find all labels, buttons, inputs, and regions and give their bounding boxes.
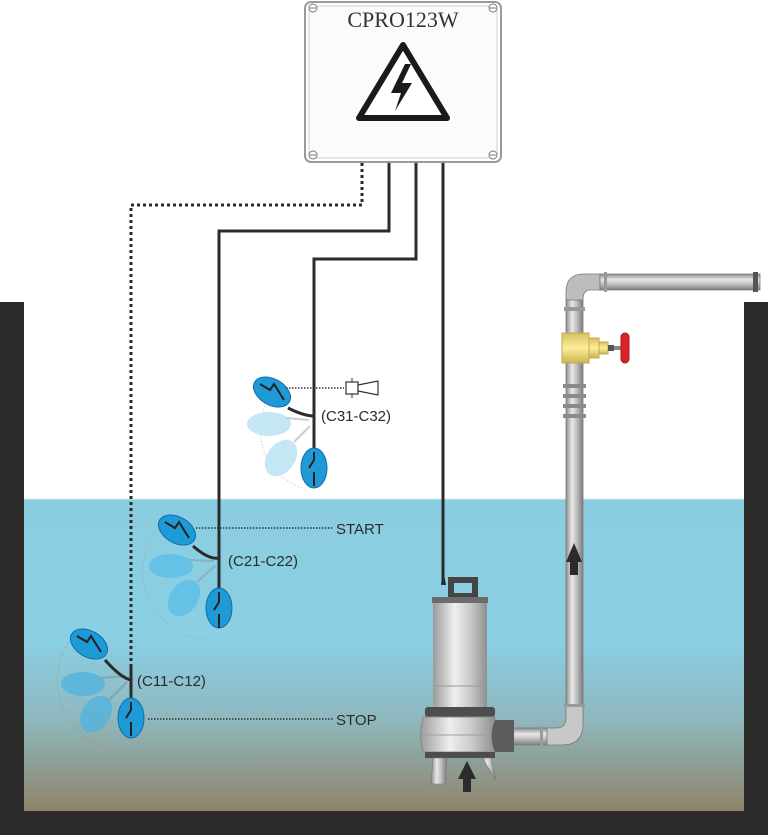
up-arrow-icon <box>566 543 582 575</box>
tank-wall-right <box>744 302 768 835</box>
cables <box>129 163 445 665</box>
float-3-terminal-label: (C31-C32) <box>321 408 391 425</box>
gate-valve <box>561 332 630 364</box>
tank-wall-left <box>0 302 24 835</box>
discharge-pipe <box>511 272 761 747</box>
high-voltage-warning-icon <box>356 42 450 121</box>
tank-floor <box>0 811 768 835</box>
start-level-label: START <box>336 521 384 538</box>
stop-level-label: STOP <box>336 712 377 729</box>
float-2-terminal-label: (C21-C22) <box>228 553 298 570</box>
screw-icon <box>308 3 498 160</box>
control-box: CPRO123W <box>304 1 502 163</box>
inlet-arrow-icon <box>458 761 476 792</box>
float-2-cable <box>217 163 391 560</box>
pump-cable-gland <box>441 568 446 585</box>
submersible-pump <box>419 577 514 785</box>
float-switch-2 <box>142 514 233 641</box>
float-3-cable <box>312 163 418 455</box>
float-switch-3 <box>247 376 344 489</box>
float-1-terminal-label: (C11-C12) <box>137 673 206 690</box>
control-box-model: CPRO123W <box>347 7 458 32</box>
float-1-cable <box>129 163 364 665</box>
float-switch-1 <box>56 628 145 751</box>
horn-alarm-icon <box>345 378 379 398</box>
water <box>24 499 744 812</box>
